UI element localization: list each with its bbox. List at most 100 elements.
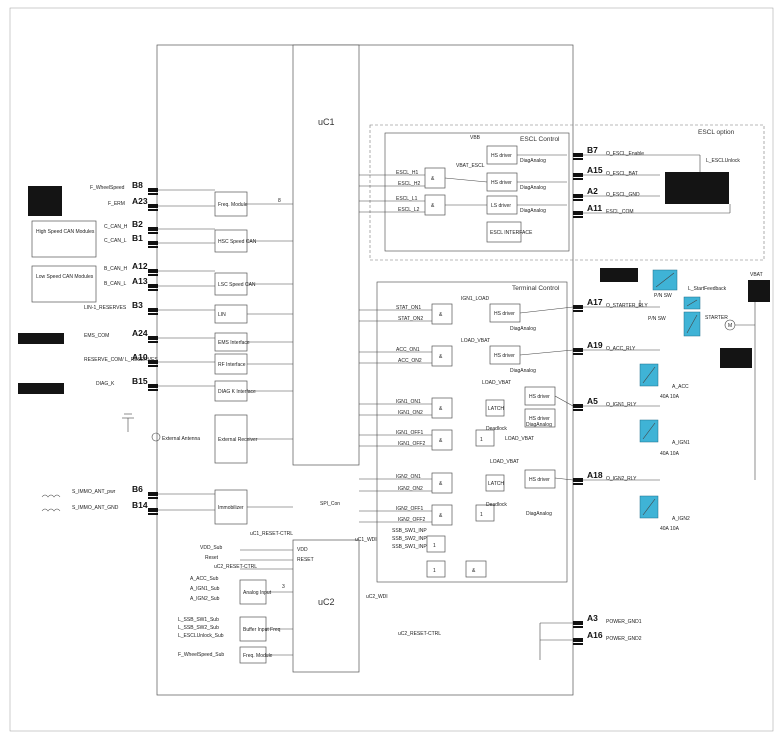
pin-a13: A13 <box>132 276 148 286</box>
uc2-input-5: A_IGN2_Sub <box>190 596 220 602</box>
term-deadlock-1 <box>475 429 495 447</box>
signal-a10: RESERVE_COM/ L_RESERVES <box>84 357 158 363</box>
uc2-signal-0: SSB_SW1_INP <box>392 528 427 534</box>
escl-input-2: ESCL_H1 <box>396 170 418 176</box>
pin-b1: B1 <box>132 233 143 243</box>
connector-a12-b <box>148 274 158 276</box>
signal-b6: S_IMMO_ANT_pwr <box>72 489 116 495</box>
pin-a19: A19 <box>587 340 603 350</box>
uc2-input-8: L_ESCLUnlock_Sub <box>178 633 224 639</box>
uc2-pin-uc1reset: uC1_RESET-CTRL <box>250 531 293 537</box>
term-driver-4 <box>524 469 556 489</box>
uc2-pin-spi: SPI_Con <box>320 501 340 507</box>
signal-a17: O_STARTER_RLY <box>606 303 648 309</box>
connector-a15 <box>573 173 583 177</box>
signal-a13: B_CAN_L <box>104 281 126 287</box>
connector-b3 <box>148 308 158 312</box>
term-out-3 <box>554 477 574 481</box>
relay-switch-2 <box>686 314 698 334</box>
uc2-pin-uc2reset: uC2_RESET-CTRL <box>398 631 441 637</box>
relay-switch-5 <box>642 498 656 516</box>
relay-switch-3 <box>642 366 656 384</box>
connector-b8 <box>148 188 158 192</box>
term-misc-0: DiagAnalog <box>510 326 536 332</box>
signal-b14: S_IMMO_ANT_GND <box>72 505 119 511</box>
connector-b7-b <box>573 158 583 160</box>
connector-a17 <box>573 305 583 309</box>
redacted-block-1 <box>28 186 62 216</box>
uc2-input-4: A_IGN1_Sub <box>190 586 220 592</box>
escl-driver-label-7: HS driver <box>491 180 512 186</box>
connector-a19 <box>573 348 583 352</box>
page-border <box>9 7 774 732</box>
escl-control-title: ESCL Control <box>520 136 560 143</box>
interface-block-label-7: External Receiver <box>218 437 258 443</box>
interface-block-label-8: Immobilizer <box>218 505 244 511</box>
escl-unlock-label: L_ESCLUnlock <box>706 158 740 164</box>
term-driver-3 <box>524 408 556 428</box>
term-latch-2 <box>485 474 505 492</box>
escl-and-1-label: & <box>431 176 435 182</box>
term-driver-label-0: HS driver <box>494 311 515 317</box>
connector-b1-b <box>148 246 158 248</box>
high-speed-can-label: High Speed CAN Modules <box>36 229 95 235</box>
connector-a23-b <box>148 209 158 211</box>
term-misc-0b: DiagAnalog <box>510 368 536 374</box>
signal-a18: O_IGN2_RLY <box>606 476 637 482</box>
connector-b3-b <box>148 313 158 315</box>
pin-b14: B14 <box>132 500 148 510</box>
uc2-signal-2: SSB_SW1_INP <box>392 544 427 550</box>
uc2-label: uC2 <box>318 597 335 607</box>
interface-block-label-1: HSC Speed CAN <box>218 239 257 245</box>
escl-option-region <box>369 124 765 261</box>
term-input-11: IGN2_OFF2 <box>398 517 425 523</box>
connector-a24 <box>148 336 158 340</box>
relay-label-4: A_IGN1 <box>672 440 690 446</box>
escl-diag-6: DiagAnalog <box>520 158 546 164</box>
signal-a2: O_ESCL_GND <box>606 192 640 198</box>
uc2-block <box>292 539 360 673</box>
term-driver-label-3: HS driver <box>529 416 550 422</box>
escl-vbb: VBB <box>470 135 481 141</box>
term-and-label-2: & <box>439 406 443 412</box>
signal-b7: O_ESCL_Enable <box>606 151 644 157</box>
connector-a11-b <box>573 216 583 218</box>
uc2-pin-uc1wdi: uC1_WDI <box>355 537 377 543</box>
escl-and-1 <box>424 167 446 189</box>
term-input-4: IGN1_ON1 <box>396 399 421 405</box>
term-latch-label-1: LATCH <box>488 406 504 412</box>
terminal-control-title: Terminal Control <box>512 285 560 292</box>
connector-a10 <box>148 360 158 364</box>
connector-a5 <box>573 404 583 408</box>
escl-and-2-label: & <box>431 203 435 209</box>
term-load-3: LOAD_VBAT <box>505 436 534 442</box>
signal-b2: C_CAN_H <box>104 224 128 230</box>
signal-a3: POWER_GND1 <box>606 619 642 625</box>
term-input-2: ACC_ON1 <box>396 347 420 353</box>
uc1-block <box>292 44 360 466</box>
term-misc-0d: DiagAnalog <box>526 511 552 517</box>
term-deadlock-num-1: 1 <box>480 437 483 443</box>
relay-switch-1 <box>686 299 698 307</box>
signal-b15: DIAG_K <box>96 381 115 387</box>
term-deadlock-label-1: Deadlock <box>486 426 507 432</box>
uc2-block-label-0: Analog Input <box>243 590 272 596</box>
signal-a16: POWER_GND2 <box>606 636 642 642</box>
term-and-label-1: & <box>439 354 443 360</box>
relay-label-3: A_ACC <box>672 384 689 390</box>
pin-b2: B2 <box>132 219 143 229</box>
relay-switch-4 <box>642 422 656 440</box>
pin-a24: A24 <box>132 328 148 338</box>
term-deadlock-num-2: 1 <box>480 512 483 518</box>
term-deadlock-2 <box>475 504 495 522</box>
pin-b15: B15 <box>132 376 148 386</box>
uc2-block-1 <box>239 616 267 642</box>
high-speed-can-modules <box>31 220 97 258</box>
connector-a10-b <box>148 365 158 367</box>
vbat-label: VBAT <box>750 272 763 278</box>
uc2-input-1: Reset <box>205 555 219 561</box>
escl-input-3: ESCL_H2 <box>398 181 420 187</box>
escl-driver-label-8: LS driver <box>491 203 511 209</box>
connector-a13 <box>148 284 158 288</box>
